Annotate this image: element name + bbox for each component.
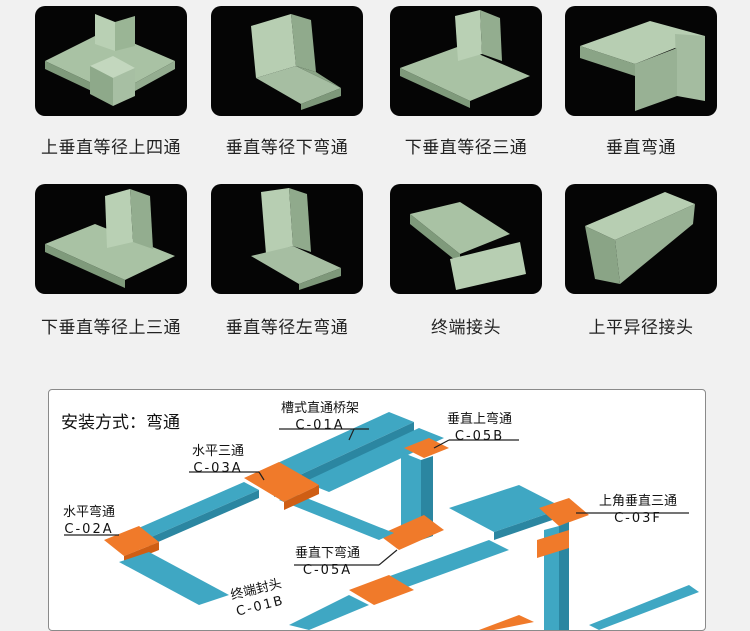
label-straight-tray-name: 槽式直通桥架 — [281, 401, 360, 416]
product-image-3 — [390, 6, 542, 116]
label-horizontal-tee-name: 水平三通 — [192, 444, 245, 459]
label-vertical-up-elbow-name: 垂直上弯通 — [447, 412, 513, 427]
product-caption-4: 垂直弯通 — [606, 138, 676, 158]
diagram-title: 安装方式：弯通 — [61, 413, 180, 433]
label-straight-tray: 槽式直通桥架 C-01A — [281, 400, 359, 434]
end-connector-tray-icon — [410, 202, 526, 290]
label-horizontal-tee-code: C-03A — [193, 461, 243, 476]
product-image-6 — [211, 184, 363, 294]
product-image-1 — [35, 6, 187, 116]
product-caption-1: 上垂直等径上四通 — [41, 138, 181, 158]
product-caption-3: 下垂直等径三通 — [404, 138, 528, 158]
label-vertical-up-elbow-code: C-05B — [454, 429, 505, 444]
vertical-equal-left-elbow-tray-icon — [251, 188, 341, 290]
product-caption-2: 垂直等径下弯通 — [225, 138, 349, 158]
label-top-corner-vertical-tee-code: C-03F — [614, 511, 662, 526]
product-caption-5: 下垂直等径上三通 — [41, 318, 181, 338]
label-top-corner-vertical-tee-name: 上角垂直三通 — [599, 494, 678, 509]
vertical-down-equal-up-tee-tray-icon — [45, 189, 175, 288]
vertical-elbow-tray-icon — [580, 21, 705, 111]
top-flat-reducer-tray-icon — [585, 192, 695, 284]
label-horizontal-elbow: 水平弯通 C-02A — [63, 504, 115, 538]
label-horizontal-elbow-code: C-02A — [64, 522, 114, 537]
product-image-8 — [565, 184, 717, 294]
vertical-down-equal-tee-tray-icon — [400, 10, 530, 108]
vertical-equal-down-elbow-tray-icon — [251, 14, 341, 110]
product-caption-7: 终端接头 — [431, 318, 501, 338]
label-vertical-down-elbow: 垂直下弯通 C-05A — [295, 545, 360, 579]
product-image-7 — [390, 184, 542, 294]
label-vertical-down-elbow-code: C-05A — [302, 563, 353, 578]
product-image-2 — [211, 6, 363, 116]
vertical-up-equal-cross-tray-icon — [45, 14, 175, 106]
cable-tray-layout-illustration — [64, 412, 699, 630]
label-straight-tray-code: C-01A — [295, 418, 345, 433]
installation-diagram: 安装方式：弯通 槽式直通桥架 C-01A 垂直上弯通 C-05B 水平三通 C-… — [48, 389, 706, 631]
product-caption-6: 垂直等径左弯通 — [225, 318, 349, 338]
label-vertical-down-elbow-name: 垂直下弯通 — [295, 546, 361, 561]
product-image-5 — [35, 184, 187, 294]
label-top-corner-vertical-tee: 上角垂直三通 C-03F — [599, 493, 677, 527]
product-image-4 — [565, 6, 717, 116]
label-vertical-up-elbow: 垂直上弯通 C-05B — [447, 411, 512, 445]
label-horizontal-elbow-name: 水平弯通 — [63, 505, 116, 520]
label-horizontal-tee: 水平三通 C-03A — [192, 443, 244, 477]
product-caption-8: 上平异径接头 — [588, 318, 694, 338]
